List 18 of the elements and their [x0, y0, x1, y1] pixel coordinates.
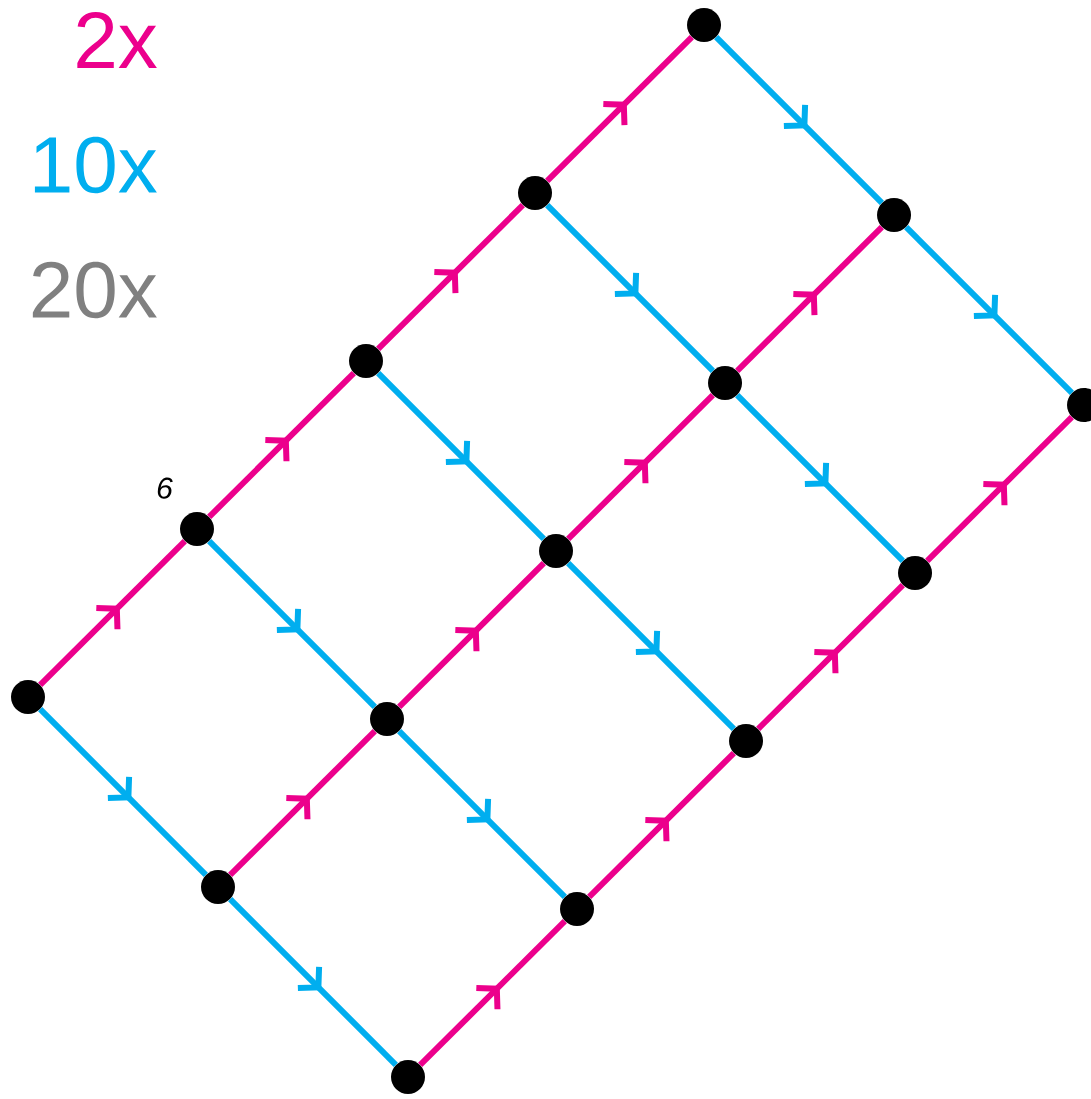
- dot: [518, 176, 552, 210]
- dot: [11, 680, 45, 714]
- dot: [560, 892, 594, 926]
- dot: [708, 366, 742, 400]
- dot: [687, 8, 721, 42]
- dot: [349, 344, 383, 378]
- legend-label: 20x: [32, 261, 157, 319]
- dot: [370, 702, 404, 736]
- dot: [391, 1060, 425, 1094]
- legend-label: 2x: [77, 12, 157, 68]
- dot: [180, 512, 214, 546]
- dot: [898, 556, 932, 590]
- vertex-label: 6: [157, 477, 173, 499]
- dot: [201, 870, 235, 904]
- dot: [539, 534, 573, 568]
- legend-label: 10x: [34, 136, 157, 194]
- dot: [877, 198, 911, 232]
- dot: [729, 724, 763, 758]
